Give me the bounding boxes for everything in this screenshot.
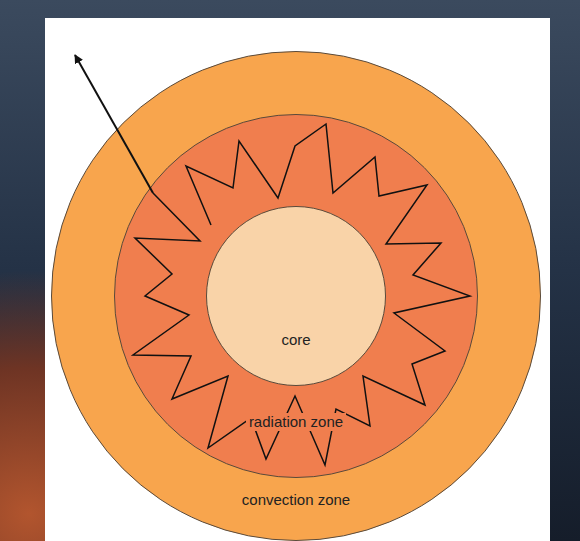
random-walk bbox=[133, 124, 470, 465]
zone-disc bbox=[52, 52, 541, 541]
zone-disc bbox=[207, 207, 386, 386]
escape-arrow bbox=[75, 55, 153, 193]
zone-label: core bbox=[281, 331, 310, 349]
zone-disc bbox=[115, 115, 478, 478]
zone-label: radiation zone bbox=[246, 413, 346, 431]
white-panel bbox=[45, 18, 550, 541]
zone-label: convection zone bbox=[242, 491, 350, 509]
zone-outline bbox=[206, 206, 386, 386]
zone-outline bbox=[51, 51, 541, 541]
convection-zone: core radiation zone convection zone bbox=[51, 51, 541, 541]
radiation-zone: core radiation zone bbox=[114, 114, 478, 478]
core-circle: core bbox=[206, 206, 386, 386]
